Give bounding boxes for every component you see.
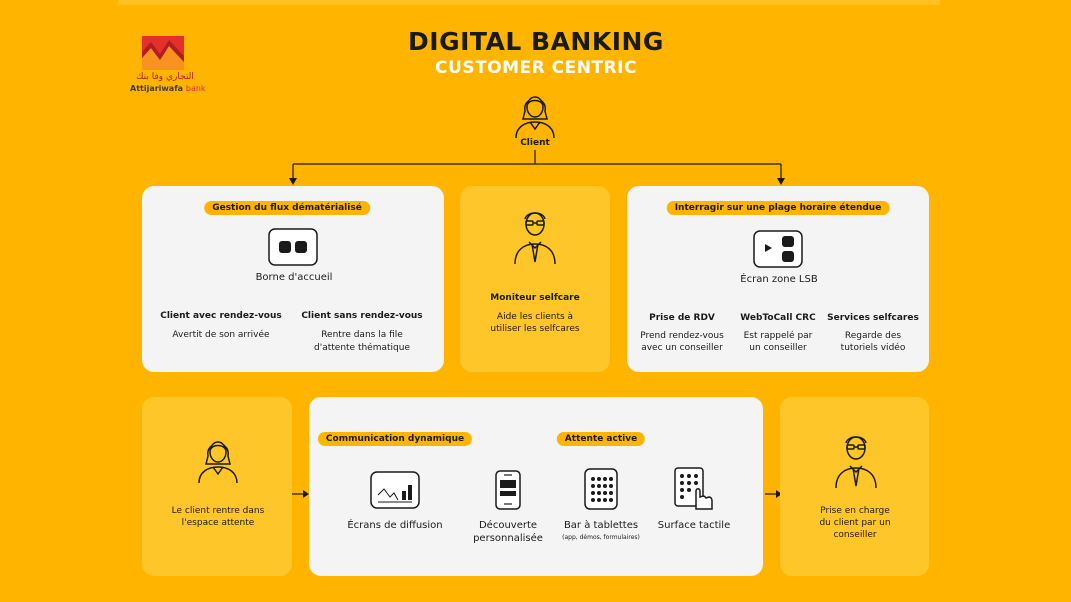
phone-icon <box>495 470 521 510</box>
badge-attente-active: Attente active <box>556 432 646 446</box>
branch-desc-sans-rdv-2: d'attente thématique <box>314 343 410 353</box>
client-woman-icon-2 <box>198 441 238 484</box>
branch-title-services-selfcares: Services selfcares <box>827 313 919 323</box>
panel-espace-attente <box>142 397 292 576</box>
logo-latin-suffix: bank <box>185 84 206 93</box>
branch-desc-prise-rdv-2: avec un conseiller <box>641 343 723 353</box>
item-bar-tablettes-sub: (app, démos, formulaires) <box>562 534 640 541</box>
logo-latin-text: Attijariwafa bank <box>130 84 206 93</box>
touch-surface-icon <box>674 467 713 510</box>
monitor-man-icon <box>514 212 556 265</box>
item-ecrans-diffusion: Écrans de diffusion <box>347 520 443 531</box>
branch-title-avec-rdv: Client avec rendez-vous <box>160 311 282 321</box>
branch-desc-webtocall-2: un conseiller <box>749 343 807 353</box>
branch-title-webtocall: WebToCall CRC <box>740 313 816 323</box>
tablet-icon <box>584 468 618 510</box>
logo-mark-icon <box>142 36 184 70</box>
lsb-screen-label: Écran zone LSB <box>740 274 818 285</box>
kiosk-icon <box>268 228 318 266</box>
panel-moniteur-selfcare <box>460 186 610 372</box>
branch-desc-services-1: Regarde des <box>844 331 902 341</box>
page-title: DIGITAL BANKING <box>408 27 664 56</box>
kiosk-label: Borne d'accueil <box>255 272 333 283</box>
badge-interragir: Interragir sur une plage horaire étendue <box>666 201 890 215</box>
logo-latin-name: Attijariwafa <box>130 84 184 93</box>
item-decouverte-1: Découverte <box>478 520 538 531</box>
branch-title-sans-rdv: Client sans rendez-vous <box>301 311 423 321</box>
panel-flux-dematerialise <box>142 186 444 372</box>
page-subtitle: CUSTOMER CENTRIC <box>435 58 637 78</box>
logo-arabic-text: التجاري وفا بنك <box>136 72 194 82</box>
moniteur-desc-1: Aide les clients à <box>496 312 574 322</box>
broadcast-screen-icon <box>370 471 420 509</box>
advisor-man-icon <box>835 436 877 489</box>
badge-communication-dynamique: Communication dynamique <box>317 432 473 446</box>
branch-desc-prise-rdv-1: Prend rendez-vous <box>640 331 724 341</box>
panel-plage-horaire <box>627 186 929 372</box>
item-bar-tablettes: Bar à tablettes <box>563 520 639 531</box>
badge-gestion-flux: Gestion du flux dématérialisé <box>204 201 370 215</box>
client-woman-icon <box>515 96 555 139</box>
logo: التجاري وفا بنك Attijariwafa bank <box>130 36 210 96</box>
client-label: Client <box>520 138 550 148</box>
prise-en-charge-desc-2: du client par un <box>819 518 891 528</box>
branch-desc-sans-rdv-1: Rentre dans la file <box>321 330 403 340</box>
branch-desc-services-2: tutoriels vidéo <box>840 343 906 353</box>
prise-en-charge-desc-3: conseiller <box>833 530 877 540</box>
espace-attente-desc-2: l'espace attente <box>181 518 255 528</box>
branch-desc-avec-rdv: Avertit de son arrivée <box>172 330 270 340</box>
espace-attente-desc-1: Le client rentre dans <box>171 506 265 516</box>
prise-en-charge-desc-1: Prise en charge <box>820 506 890 516</box>
branch-desc-webtocall-1: Est rappelé par <box>743 331 813 341</box>
lsb-screen-icon <box>753 230 803 268</box>
moniteur-desc-2: utiliser les selfcares <box>490 324 580 334</box>
branch-title-prise-rdv: Prise de RDV <box>649 313 715 323</box>
top-band <box>118 0 940 5</box>
moniteur-title: Moniteur selfcare <box>490 293 580 303</box>
panel-prise-en-charge <box>780 397 929 576</box>
item-surface-tactile: Surface tactile <box>657 520 731 531</box>
item-decouverte-2: personnalisée <box>473 533 543 544</box>
